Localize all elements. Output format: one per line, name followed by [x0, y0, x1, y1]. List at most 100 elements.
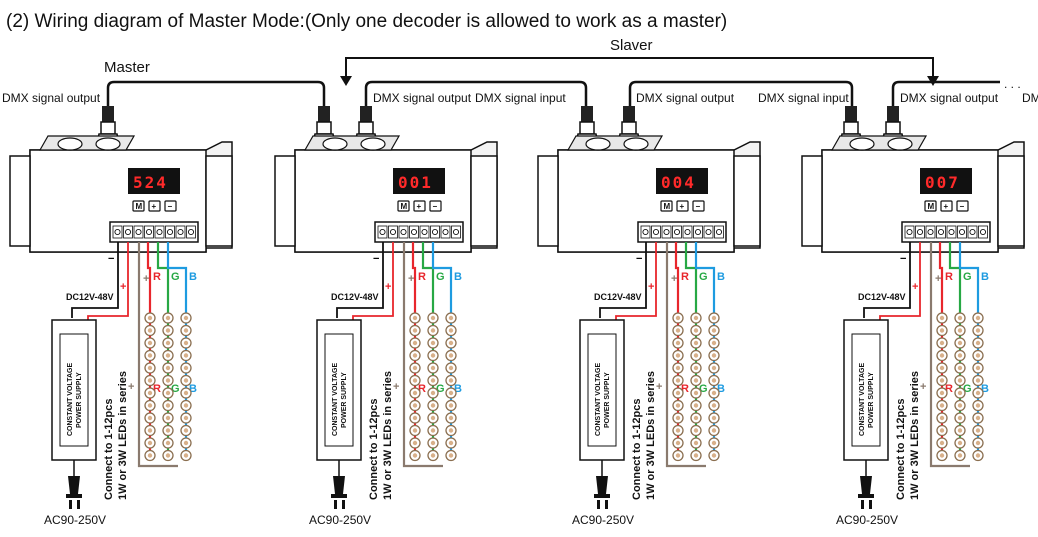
xlr-socket — [322, 137, 348, 151]
control-button[interactable] — [164, 200, 177, 212]
dmx-plug-sleeve — [579, 121, 595, 135]
terminal-screw — [672, 225, 682, 239]
led-chip-core — [147, 390, 153, 396]
control-button[interactable] — [429, 200, 442, 212]
button-label: + — [680, 202, 685, 211]
terminal-screw — [703, 225, 714, 239]
terminal-screw-head — [400, 228, 407, 236]
psu-label-line1: CONSTANT VOLTAGE — [67, 363, 74, 436]
led-chip-core — [147, 340, 153, 346]
led-display — [128, 168, 180, 194]
control-button[interactable] — [660, 200, 673, 212]
led-chip-core — [165, 340, 171, 346]
ac-voltage-label: AC90-250V — [44, 513, 106, 527]
led-chip-core — [711, 328, 717, 333]
led-chip-core — [430, 403, 436, 408]
psu-label-line2: POWER SUPPLY — [868, 372, 875, 428]
ac-plug-pin — [597, 500, 600, 509]
led-chip-core — [165, 440, 171, 446]
terminal-screw — [430, 225, 440, 239]
led-display — [920, 168, 972, 194]
button-label: M — [401, 202, 408, 211]
control-button[interactable] — [956, 200, 969, 212]
terminal-screw-head — [969, 228, 976, 236]
voltage-label: DC12V-48V — [594, 292, 642, 302]
control-button[interactable] — [940, 200, 953, 212]
channel-label: R — [153, 383, 161, 395]
terminal-screw — [967, 225, 978, 239]
led-chip-core — [448, 440, 454, 446]
led-chip-core — [165, 315, 171, 321]
psu-label-line1: CONSTANT VOLTAGE — [332, 363, 339, 436]
button-label: M — [136, 202, 143, 211]
led-chip-core — [957, 315, 963, 321]
control-button[interactable] — [692, 200, 705, 212]
terminal-screw — [651, 225, 661, 239]
dmx-input-label: DMX signal input — [475, 91, 566, 105]
dmx-plug-sleeve — [843, 121, 859, 135]
led-note-line1: Connect to 1-12pcs — [103, 399, 115, 500]
led-chip-core — [147, 403, 153, 408]
channel-wire — [421, 242, 435, 456]
minus-sign: − — [108, 253, 114, 265]
led-chip-core — [939, 403, 945, 408]
terminal-screw-head — [684, 228, 691, 236]
led-chip-core — [693, 315, 699, 321]
xlr-socket — [585, 137, 611, 151]
power-wire-negative — [336, 242, 384, 318]
power-wire-positive — [352, 242, 394, 322]
control-button[interactable] — [148, 200, 161, 212]
channel-label: G — [699, 271, 708, 283]
control-button[interactable] — [413, 200, 426, 212]
terminal-screw-head — [652, 228, 660, 236]
control-button[interactable] — [132, 200, 145, 212]
terminal-screw-head — [442, 228, 449, 236]
terminal-screw — [946, 225, 957, 239]
button-label: M — [928, 202, 935, 211]
channel-label: R — [153, 271, 161, 283]
led-chip-core — [448, 340, 454, 346]
led-chip-core — [975, 340, 981, 346]
led-chip-core — [448, 403, 454, 408]
display-value: 524 — [133, 173, 168, 192]
channel-label: G — [699, 383, 708, 395]
led-chip-core — [430, 365, 436, 371]
led-chip-core — [693, 378, 699, 383]
xlr-socket — [95, 137, 121, 151]
dmx-plug-body — [845, 106, 857, 122]
led-chip-core — [939, 440, 945, 446]
terminal-screw — [915, 225, 925, 239]
terminal-screw-head — [642, 228, 649, 236]
terminal-screw-head — [916, 228, 924, 236]
channel-wire — [684, 242, 698, 456]
led-chip-core — [147, 415, 153, 421]
channel-label: B — [717, 271, 725, 283]
led-chip-core — [448, 453, 454, 458]
led-note-line2: 1W or 3W LEDs in series — [645, 371, 657, 500]
dmx-plug-sleeve — [621, 121, 637, 135]
led-chip-core — [693, 328, 699, 333]
ac-plug-pin — [861, 500, 864, 509]
power-wire-negative — [599, 242, 647, 318]
led-chip-core — [975, 403, 981, 408]
terminal-screw — [451, 225, 461, 239]
control-button[interactable] — [924, 200, 937, 212]
terminal-screw-head — [145, 228, 153, 236]
power-supply-label-box — [59, 333, 89, 447]
led-display — [656, 168, 708, 194]
led-chip-core — [957, 390, 963, 396]
slaver-label: Slaver — [610, 37, 653, 54]
led-chip-core — [939, 365, 945, 371]
led-chip-core — [183, 390, 189, 396]
led-chip-core — [957, 340, 963, 346]
ac-plug-pin — [869, 500, 872, 509]
control-button[interactable] — [676, 200, 689, 212]
led-chip-core — [957, 328, 963, 333]
terminal-screw — [936, 225, 946, 239]
led-chip-core — [975, 440, 981, 446]
control-button[interactable] — [397, 200, 410, 212]
terminal-screw — [714, 225, 724, 239]
dmx-plug-body — [887, 106, 899, 122]
power-wire-negative — [71, 242, 119, 318]
